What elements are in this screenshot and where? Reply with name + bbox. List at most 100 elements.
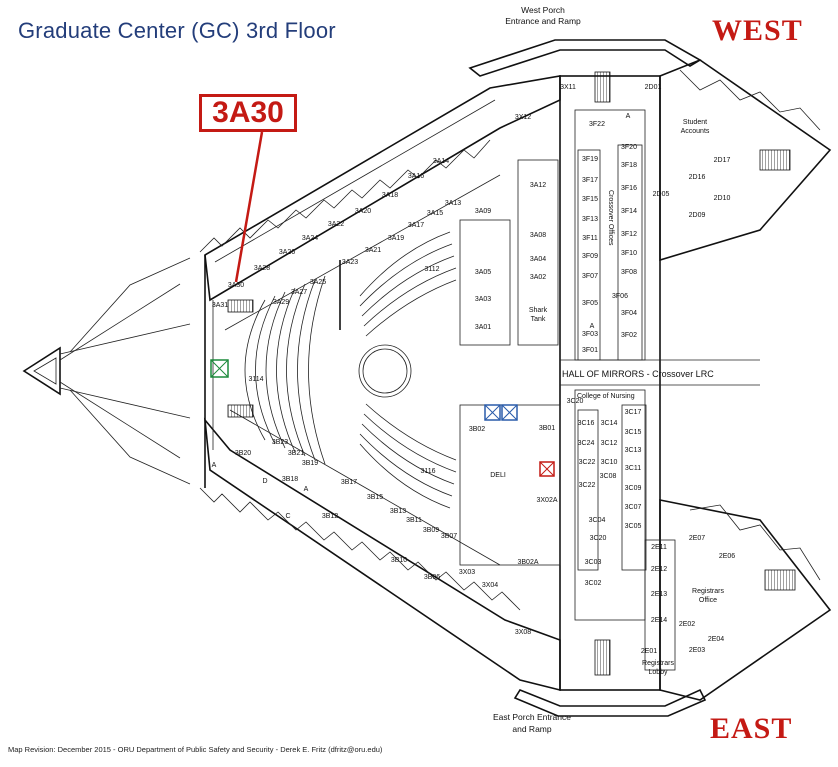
room-label: A xyxy=(590,323,595,330)
west-entrance-label-line1: West Porch xyxy=(521,5,565,15)
room-label: 3C16 xyxy=(578,420,595,427)
compass-east-label: EAST xyxy=(710,712,793,745)
room-label: 3C12 xyxy=(601,440,618,447)
room-label: 3C17 xyxy=(625,409,642,416)
room-label: 3F17 xyxy=(582,177,598,184)
room-label: 3C14 xyxy=(601,420,618,427)
room-label: 3F03 xyxy=(582,331,598,338)
room-label: 3X11 xyxy=(560,84,576,91)
lecture-hall-3114 xyxy=(244,260,341,465)
room-label: 3112 xyxy=(424,266,439,273)
room-label: 2D05 xyxy=(653,191,670,198)
stairs-icon xyxy=(227,299,254,313)
room-label: 3C10 xyxy=(601,459,618,466)
room-label: 3F11 xyxy=(582,235,598,242)
elevator-red-icon xyxy=(539,461,555,477)
room-label: 3X04 xyxy=(482,582,498,589)
room-label: 2E14 xyxy=(651,617,667,624)
room-label: 3B07 xyxy=(441,533,457,540)
room-label: 3A12 xyxy=(530,182,546,189)
room-label: 3C07 xyxy=(625,504,642,511)
stairs-icon xyxy=(594,71,611,103)
room-label: 3B10 xyxy=(391,557,407,564)
room-label: 3A01 xyxy=(475,324,491,331)
elevator-markers xyxy=(210,359,555,477)
lecture-hall-3116 xyxy=(359,403,457,509)
stairs-icon xyxy=(764,569,796,591)
room-label: 3C20 xyxy=(567,398,584,405)
room-labels: 3A303A313A283A263A243A223A203A183A163A14… xyxy=(212,84,736,655)
corridors xyxy=(224,109,760,671)
room-label: 3F10 xyxy=(621,250,637,257)
room-label: 2D10 xyxy=(714,195,731,202)
room-label: 2E12 xyxy=(651,566,667,573)
room-label: 3A21 xyxy=(365,247,381,254)
room-label: C xyxy=(285,513,290,520)
room-label: 3C20 xyxy=(590,535,607,542)
shark-tank-label-line2: Tank xyxy=(531,316,546,323)
room-label: 3A20 xyxy=(355,208,371,215)
callout-leader-line xyxy=(234,131,264,283)
room-label: 3B15 xyxy=(367,494,383,501)
east-entrance-label-line2: and Ramp xyxy=(512,724,551,734)
room-label: 2E07 xyxy=(689,535,705,542)
room-label: 3A04 xyxy=(530,256,546,263)
room-label: 3C24 xyxy=(578,440,595,447)
student-accounts-label-line2: Accounts xyxy=(681,128,710,135)
room-label: 3A09 xyxy=(475,208,491,215)
room-label: 3116 xyxy=(420,468,435,475)
crossover-offices-label: Crossover Offices xyxy=(607,190,614,246)
west-entry-wing xyxy=(22,257,191,485)
room-label: 3F01 xyxy=(582,347,598,354)
room-label: 3F08 xyxy=(621,269,637,276)
registrars-office-label-line1: Registrars xyxy=(692,588,724,595)
room-label: 3C22 xyxy=(579,459,596,466)
room-label: 3C11 xyxy=(625,465,641,472)
room-label: 3C15 xyxy=(625,429,642,436)
room-label: 3A25 xyxy=(310,279,326,286)
shark-tank-label-line1: Shark xyxy=(529,307,548,314)
room-label: 3A02 xyxy=(530,274,546,281)
room-label: 3B11 xyxy=(406,517,422,524)
room-label: 3X03 xyxy=(459,569,475,576)
room-label: 2D09 xyxy=(689,212,706,219)
page-title: Graduate Center (GC) 3rd Floor xyxy=(18,18,336,43)
room-label: 2E04 xyxy=(708,636,724,643)
room-label: 3A08 xyxy=(530,232,546,239)
room-label: 3B21 xyxy=(288,450,304,457)
room-label: 3A16 xyxy=(408,173,424,180)
room-label: 3F06 xyxy=(612,293,628,300)
room-label: 3A15 xyxy=(427,210,443,217)
room-label: 3C02 xyxy=(585,580,602,587)
room-label: 2E01 xyxy=(641,648,657,655)
room-label: 3A28 xyxy=(254,265,270,272)
room-label: 2E11 xyxy=(651,544,667,551)
room-label: 3X08 xyxy=(515,629,531,636)
room-label: 3F20 xyxy=(621,144,637,151)
room-label: 3A19 xyxy=(388,235,404,242)
hall-of-mirrors-label: HALL OF MIRRORS - Crossover LRC xyxy=(562,369,714,379)
east-entrance-label-line1: East Porch Entrance xyxy=(493,712,571,722)
stairs-icon xyxy=(227,404,254,418)
room-label: 3B01 xyxy=(539,425,555,432)
building-outline xyxy=(199,39,832,717)
room-label: 3B02A xyxy=(517,559,538,566)
deli-label: DELI xyxy=(490,472,506,479)
room-callout-3a30: 3A30 xyxy=(199,94,297,132)
room-label: 3C09 xyxy=(625,485,642,492)
room-label: 3C05 xyxy=(625,523,642,530)
room-label: D xyxy=(262,478,267,485)
room-label: 3A03 xyxy=(475,296,491,303)
room-label: 3B19 xyxy=(302,460,318,467)
room-label: 3A30 xyxy=(228,282,244,289)
room-label: 3A27 xyxy=(291,289,307,296)
room-label: 3F05 xyxy=(582,300,598,307)
room-label: 3F04 xyxy=(621,310,637,317)
room-label: 3C22 xyxy=(579,482,596,489)
registrars-office-label-line2: Office xyxy=(699,597,717,604)
room-label: 3B02 xyxy=(469,426,485,433)
room-label: 3A31 xyxy=(212,302,228,309)
stairs-icon xyxy=(759,149,791,171)
room-label: 3B17 xyxy=(341,479,357,486)
